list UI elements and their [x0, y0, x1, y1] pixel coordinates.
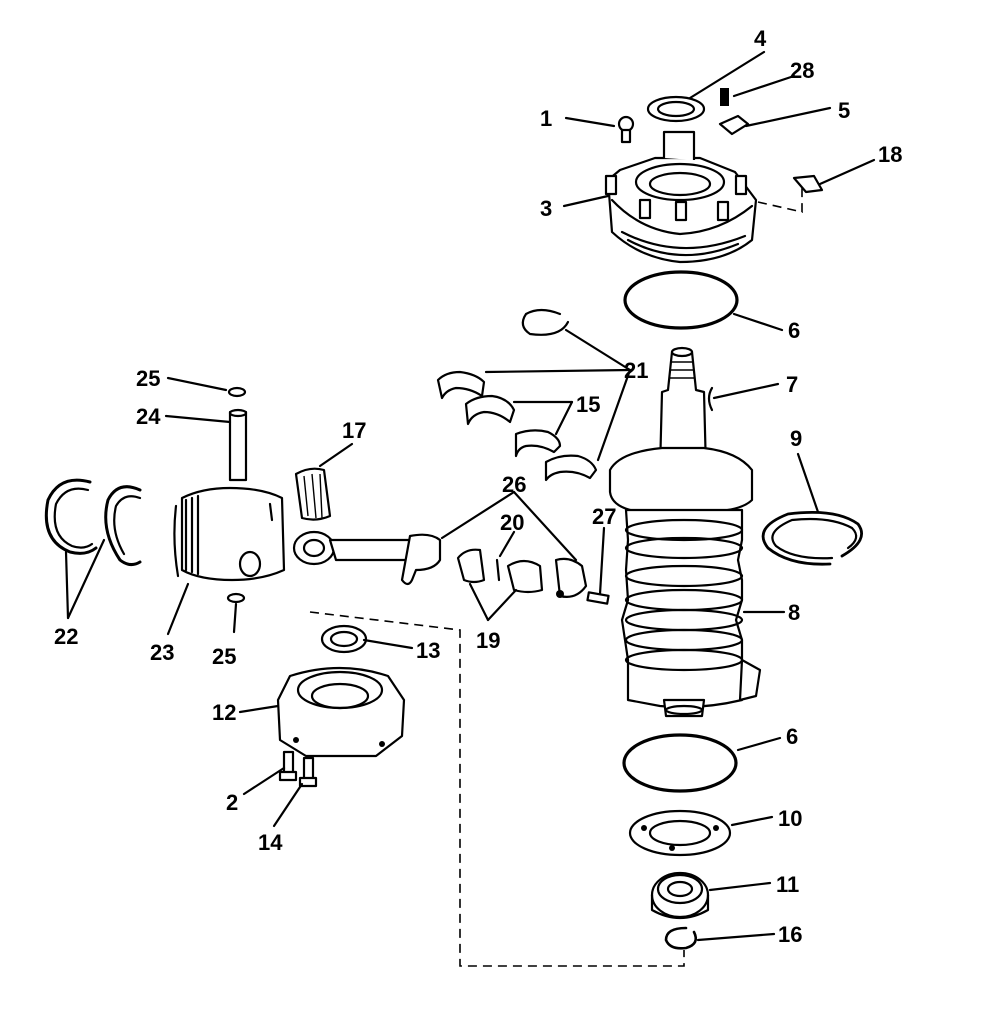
- callout-25-top: 25: [136, 366, 160, 391]
- callout-15: 15: [576, 392, 600, 417]
- callout-3: 3: [540, 196, 552, 221]
- bearing-plate-10: [628, 809, 732, 857]
- callout-17: 17: [342, 418, 366, 443]
- callout-23: 23: [150, 640, 174, 665]
- callout-4: 4: [754, 26, 767, 51]
- callout-6-lower: 6: [786, 724, 798, 749]
- clip-18: [792, 174, 824, 194]
- callout-11: 11: [776, 872, 799, 897]
- piston-pin-24: [228, 408, 248, 482]
- pin-clip-25-bottom: [226, 592, 246, 604]
- key-7: [707, 386, 714, 412]
- seal-ring-4: [646, 95, 706, 123]
- callout-7: 7: [786, 372, 798, 397]
- o-ring-6-lower: [622, 733, 738, 793]
- callout-5: 5: [838, 98, 850, 123]
- leader-lines: [64, 50, 876, 942]
- lower-bearing-housing-12: [276, 666, 406, 758]
- callout-10: 10: [778, 806, 802, 831]
- upper-bearing-housing: [604, 130, 758, 264]
- screws-2-14: [278, 750, 318, 788]
- bolt-1: [617, 115, 635, 144]
- snap-ring-16: [664, 926, 698, 950]
- callout-18: 18: [878, 142, 902, 167]
- callout-16: 16: [778, 922, 802, 947]
- callout-26: 26: [502, 472, 526, 497]
- needle-bearing-17: [294, 467, 332, 521]
- pin-20: [495, 558, 501, 582]
- callout-19: 19: [476, 628, 500, 653]
- callout-9: 9: [790, 426, 802, 451]
- dashed-guide-12-16: [309, 611, 685, 967]
- dashed-guide-18: [757, 186, 803, 214]
- connecting-rod-26: [292, 530, 588, 598]
- callout-14: 14: [258, 830, 283, 855]
- callout-21: 21: [624, 358, 648, 383]
- screw-28: [720, 88, 729, 106]
- seal-13: [320, 624, 368, 654]
- callout-6-upper: 6: [788, 318, 800, 343]
- callout-22: 22: [54, 624, 78, 649]
- callout-2: 2: [226, 790, 238, 815]
- ring-9: [761, 511, 863, 566]
- piston-rings-22: [44, 478, 142, 567]
- callout-28: 28: [790, 58, 814, 83]
- bearing-19: [456, 548, 544, 594]
- callout-13: 13: [416, 638, 440, 663]
- callout-25-bottom: 25: [212, 644, 236, 669]
- needle-bearing-15: [464, 394, 562, 458]
- ball-bearing-11: [650, 871, 710, 920]
- o-ring-6-upper: [623, 270, 739, 330]
- callout-27: 27: [592, 504, 616, 529]
- callout-numbers: 1 2 3 4 5 6 6 7 8 9 10 11 12 13 14 15 16…: [54, 26, 902, 947]
- piston-23: [173, 486, 286, 582]
- callout-20: 20: [500, 510, 524, 535]
- bolt-27: [586, 591, 610, 605]
- callout-1: 1: [540, 106, 552, 131]
- clip-5: [718, 114, 750, 136]
- callout-12: 12: [212, 700, 236, 725]
- pin-clip-25-top: [227, 386, 247, 398]
- callout-8: 8: [788, 600, 800, 625]
- crankshaft-8: [608, 346, 762, 718]
- callout-24: 24: [136, 404, 161, 429]
